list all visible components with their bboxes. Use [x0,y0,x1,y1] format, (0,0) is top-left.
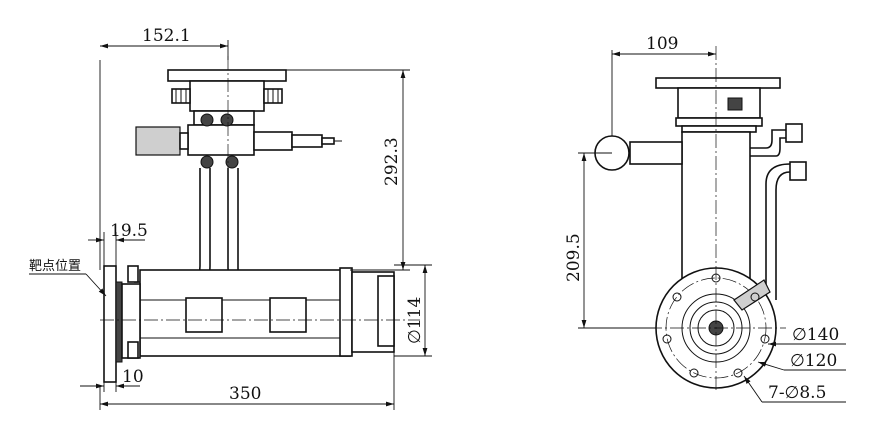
pipe-right [227,168,340,283]
top-housing [189,80,265,112]
end-bolt-hole [672,292,682,302]
main-tube [139,269,351,357]
dim-side-flange-thickness: 10 [122,367,144,387]
dim-end-diameter-outer: ∅140 [792,325,839,345]
left-outer-flange [103,265,117,383]
end-pipe-upper [750,129,786,149]
dim-side-diameter-tube: ∅114 [405,297,425,344]
left-motor [135,126,181,156]
valve-nut-1 [200,113,214,127]
dim-end-holes: 7-∅8.5 [768,383,826,403]
end-pipe-lower [775,171,791,300]
top-flange-plate [167,69,287,82]
end-bolt-hole [733,368,743,378]
end-angled-pipe [733,279,771,311]
end-top-housing [677,87,761,119]
dim-side-width-top: 152.1 [142,26,191,46]
valve-nut-2 [220,113,234,127]
inner-coil-2 [269,297,307,333]
dim-end-diameter-bolt-circle: ∅120 [790,351,837,371]
label-target-position: 靶点位置 [29,259,81,274]
right-actuator [253,131,293,151]
inner-coil-1 [185,297,223,333]
dim-end-width-top: 109 [646,34,678,54]
end-bolt-hole [760,334,770,344]
end-top-plate [655,77,781,89]
left-inner-flange [115,281,123,363]
side-view: 152.1 292.3 19.5 靶点位置 ∅114 10 350 [29,26,432,410]
end-bolt-hole [689,368,699,378]
valve-nut-3 [200,155,214,169]
end-connector [727,97,743,111]
dim-side-height-overall: 292.3 [382,137,402,186]
end-pipe-fitting-lower [789,161,807,181]
right-flange [339,267,353,357]
dim-side-length-overall: 350 [229,384,261,404]
end-pipe-fitting-upper [785,123,803,143]
dim-side-flange-offset: 19.5 [110,221,148,241]
valve-nut-4 [225,155,239,169]
end-bolt-hole [662,334,672,344]
end-bolt-hole [750,292,760,302]
dim-end-height-center: 209.5 [564,233,584,282]
end-view: 109 209.5 ∅140 ∅120 7-∅8.5 [564,34,846,403]
valve-block [187,124,255,156]
end-left-port-tube [629,141,683,165]
